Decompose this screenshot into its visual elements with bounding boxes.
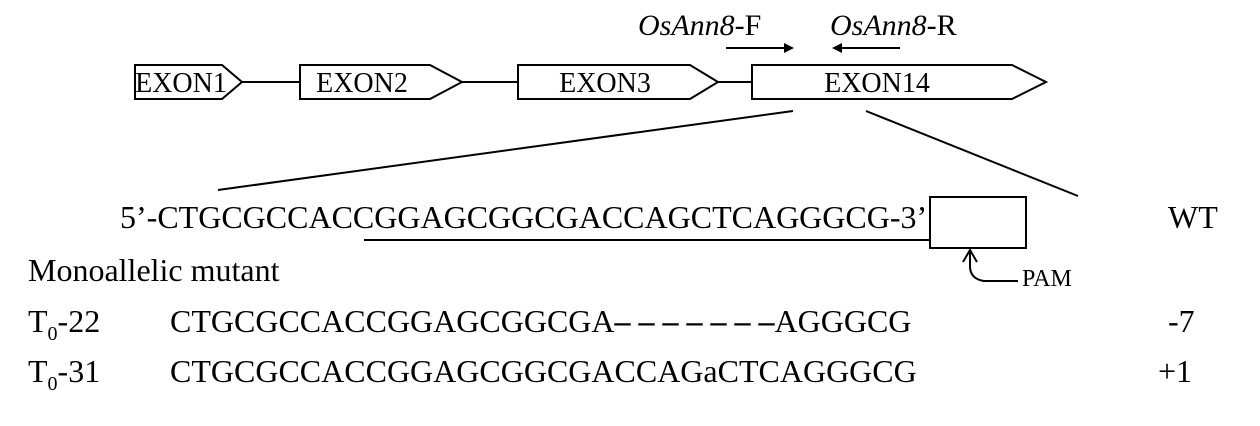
forward-primer-gene: OsAnn8 xyxy=(638,9,735,42)
deletion-gap: – – – – – – – xyxy=(614,303,776,339)
mutant-seq-end: AGGGCG xyxy=(775,303,912,339)
wt-suffix: GCG-3’ xyxy=(822,199,927,235)
exon-14-label: EXON14 xyxy=(824,68,930,99)
wt-target: ACCGGAGCGGCGACCAGCTC xyxy=(308,199,753,235)
mutant-change: -7 xyxy=(1168,303,1195,339)
wildtype-sequence: 5’-CTGCGCCACCGGAGCGGCGACCAGCTCAGGGCG-3’ … xyxy=(120,196,1218,249)
mutant-seq-start: CTGCGCCACCGGAGCGGCGA xyxy=(170,303,615,339)
pam-pointer xyxy=(969,252,1018,282)
mutant-heading: Monoallelic mutant xyxy=(28,252,280,288)
exon-2: EXON2 xyxy=(299,64,465,100)
mutant-change: +1 xyxy=(1158,353,1192,389)
forward-primer-suffix: -F xyxy=(735,9,762,42)
mutant-row: T0-22 CTGCGCCACCGGAGCGGCGA– – – – – – –A… xyxy=(28,303,1195,345)
svg-text:OsAnn8-R: OsAnn8-R xyxy=(830,9,957,42)
mutant-subscript: 0 xyxy=(48,323,58,345)
zoom-line-right xyxy=(865,110,1079,197)
wt-label: WT xyxy=(1168,199,1218,235)
pam-annotation: PAM xyxy=(962,248,1072,292)
exon-3-label: EXON3 xyxy=(559,68,651,99)
pam-label: PAM xyxy=(1022,266,1072,292)
exon-1-label: EXON1 xyxy=(135,68,227,99)
mutant-row: T0-31 CTGCGCCACCGGAGCGGCGACCAGaCTCAGGGCG… xyxy=(28,353,1192,395)
wt-pam: AGG xyxy=(753,199,822,235)
mutant-id: -22 xyxy=(58,303,101,339)
mutant-subscript: 0 xyxy=(48,373,58,395)
forward-primer: OsAnn8-F xyxy=(638,9,794,53)
exon-14: EXON14 xyxy=(751,64,1049,100)
exon-3: EXON3 xyxy=(517,64,720,100)
svg-text:OsAnn8-F: OsAnn8-F xyxy=(638,9,761,42)
svg-text:T0-31: T0-31 xyxy=(28,353,100,395)
pam-box xyxy=(929,196,1027,249)
mutant-base: T xyxy=(28,303,48,339)
svg-text:CTGCGCCACCGGAGCGGCGA– – – – –: CTGCGCCACCGGAGCGGCGA– – – – – – –AGGGCG xyxy=(170,303,911,339)
mutant-id: -31 xyxy=(58,353,101,389)
exon-2-label: EXON2 xyxy=(316,68,408,99)
mutant-sequence: CTGCGCCACCGGAGCGGCGACCAGaCTCAGGGCG xyxy=(170,353,917,389)
zoom-line-left xyxy=(217,110,794,191)
mutant-base: T xyxy=(28,353,48,389)
reverse-primer: OsAnn8-R xyxy=(830,9,957,53)
wt-prefix: 5’-CTGCGCC xyxy=(120,199,308,235)
svg-text:T0-22: T0-22 xyxy=(28,303,100,345)
exon-1: EXON1 xyxy=(134,64,244,100)
reverse-primer-gene: OsAnn8 xyxy=(830,9,927,42)
pam-pointer-head xyxy=(962,248,978,263)
reverse-primer-suffix: -R xyxy=(927,9,957,42)
svg-text:5’-CTGCGCCACCGGAGCGGCGACCAGCTC: 5’-CTGCGCCACCGGAGCGGCGACCAGCTCAGGGCG-3’ xyxy=(120,199,927,235)
